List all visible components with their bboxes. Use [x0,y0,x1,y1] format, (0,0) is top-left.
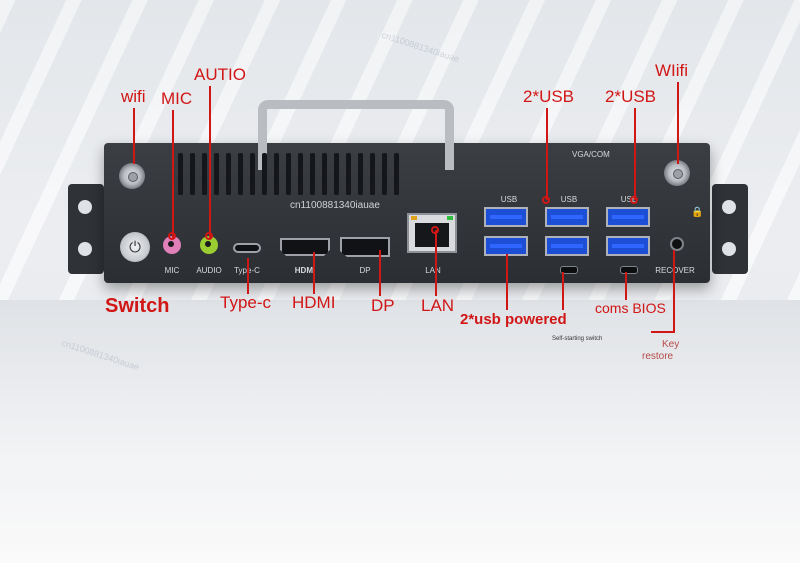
type-c-port[interactable] [233,243,261,253]
annotation-line [435,230,437,296]
usb-port[interactable] [484,236,528,256]
annotation-line [313,252,315,294]
annotation-line [247,258,249,294]
autio-annotation: AUTIO [194,65,246,84]
mic-jack[interactable] [163,236,181,254]
key-restore-annotation: Key [662,339,680,350]
annotation-line [209,86,211,238]
usb-panel-label: USB [560,195,578,204]
right-bracket [712,184,748,274]
coms-bios-annotation: coms BIOS [595,300,666,316]
usb-port[interactable] [606,236,650,256]
hdmi-port[interactable] [280,238,330,256]
annotation-pointer [168,232,176,240]
bracket-hole [78,200,92,214]
wifi-antenna-icon [119,163,145,189]
annotation-line [562,272,564,310]
annotation-pointer [205,232,213,240]
lan-annotation: LAN [421,296,455,315]
self-starting-switch[interactable] [560,266,578,274]
annotation-line [506,254,508,310]
recover-button[interactable] [670,237,684,251]
vent-grille [178,153,408,195]
lan-led [411,216,417,220]
lan-panel-label: LAN [425,266,441,275]
annotation-line [546,108,548,200]
type-c-annotation: Type-c [220,293,272,312]
annotation-line [651,331,675,333]
bracket-hole [78,242,92,256]
bracket-hole [722,242,736,256]
key-restore-annotation: restore [642,351,674,362]
wifi-right-annotation: WIifi [655,61,689,80]
wifi-antenna-icon [664,160,690,186]
wifi-left-annotation: wifi [121,87,146,106]
usb-powered-annotation: 2*usb powered [460,311,567,328]
dp-panel-label: DP [359,266,371,275]
power-button[interactable]: ⏻ [120,232,150,262]
usb-panel-label: USB [500,195,518,204]
annotation-pointer [431,226,439,234]
watermark: cn1100881340iauae [290,200,380,211]
usb-top-annotation: 2*USB [523,87,575,106]
bios-switch[interactable] [620,266,638,274]
annotation-pointer [630,196,638,204]
vga-com-label: VGA/COM [572,150,610,159]
carry-handle [258,100,454,170]
annotation-line [172,110,174,238]
mic-annotation: MIC [161,89,193,108]
bracket-hole [722,200,736,214]
lan-led [447,216,453,220]
annotation-line [625,272,627,300]
usb-panel-label: USB [620,195,638,204]
annotation-line [673,250,675,332]
usb-port[interactable] [545,236,589,256]
switch-annotation: Switch [105,295,170,317]
annotation-pointer [542,196,550,204]
floor-reflection [0,300,800,563]
audio-panel-label: AUDIO [196,266,222,275]
annotation-line [379,250,381,296]
usb-top-annotation: 2*USB [605,87,657,106]
usb-port[interactable] [545,207,589,227]
hdmi-annotation: HDMI [292,293,336,312]
power-icon: ⏻ [129,238,141,256]
usb-port[interactable] [484,207,528,227]
annotation-line [677,82,679,164]
recover-panel-label: RECOVER [655,266,695,275]
self-starting-switch-caption: Self-starting switch [552,336,603,342]
type-c-panel-label: Type-C [230,266,264,275]
audio-jack[interactable] [200,236,218,254]
annotation-line [634,108,636,200]
lock-icon: 🔒 [691,207,704,218]
displayport-port[interactable] [340,237,390,257]
left-bracket [68,184,104,274]
dp-annotation: DP [371,296,395,315]
annotation-line [133,108,135,164]
usb-port[interactable] [606,207,650,227]
mic-panel-label: MIC [164,266,180,275]
hdmi-panel-label: HDMI [294,266,316,275]
